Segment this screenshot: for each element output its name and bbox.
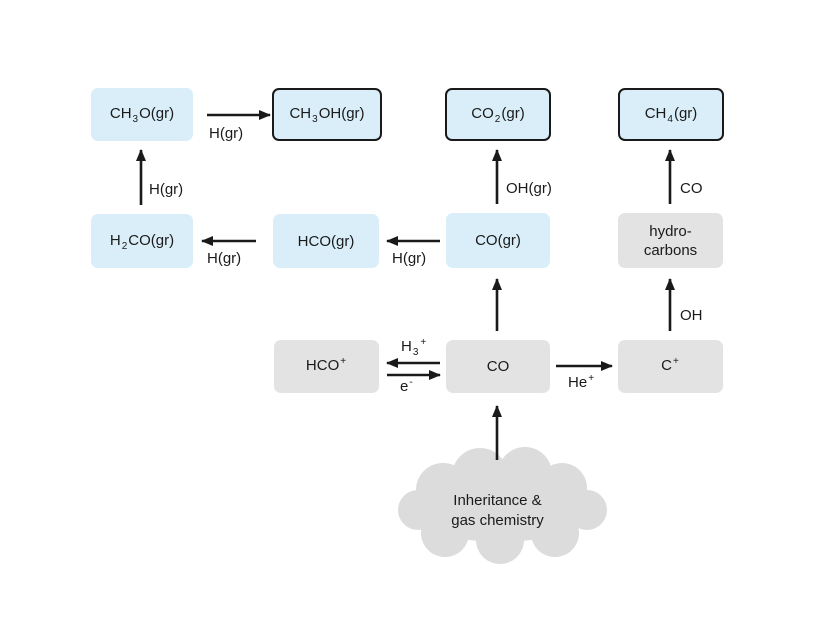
label-hydrocarbons-to-ch4: CO <box>680 180 703 197</box>
node-cloud-inheritance: Inheritance &gas chemistry <box>451 492 544 529</box>
node-co: CO <box>446 340 550 393</box>
label-cplus-to-hydrocarbons: OH <box>680 307 703 324</box>
node-hydrocarbons: hydro-carbons <box>618 213 723 268</box>
node-ch3o-gr: CH3O(gr) <box>91 88 193 141</box>
label-cogr-to-co2: OH(gr) <box>506 180 552 197</box>
label-cogr-to-hco: H(gr) <box>392 250 427 267</box>
node-ch4-gr: CH4(gr) <box>618 88 724 141</box>
node-h2co-gr: H2CO(gr) <box>91 214 193 268</box>
label-co-to-cplus: He+ <box>568 373 595 391</box>
node-co-gr: CO(gr) <box>446 213 550 268</box>
label-h2co-to-ch3o: H(gr) <box>149 181 184 198</box>
node-hco-plus: HCO+ <box>274 340 379 393</box>
cloud-shape <box>398 447 607 564</box>
label-hco-plus-to-co: e- <box>400 377 413 395</box>
label-ch3o-to-ch3oh: H(gr) <box>209 125 244 142</box>
label-hco-to-h2co: H(gr) <box>207 250 242 267</box>
node-hco-gr: HCO(gr) <box>273 214 379 268</box>
node-c-plus: C+ <box>618 340 723 393</box>
node-ch3oh-gr: CH3OH(gr) <box>272 88 382 141</box>
node-co2-gr: CO2(gr) <box>445 88 551 141</box>
label-co-to-hco-plus: H3+ <box>401 337 427 358</box>
